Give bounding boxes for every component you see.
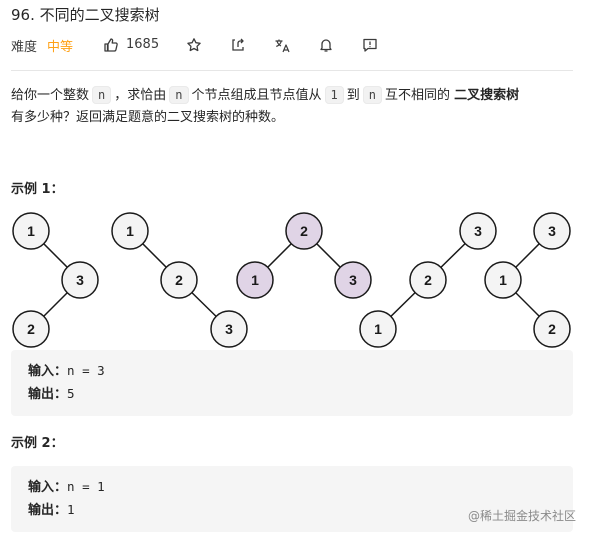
example-2-box: 输入：n = 1 输出：1 [11,466,573,532]
tree-node [285,212,323,250]
desc-text: ，求恰由 [114,88,167,103]
difficulty-value: 中等 [47,39,74,55]
watermark: @稀土掘金技术社区 [467,509,576,523]
input-label: 输入： [28,364,68,379]
desc-line2: 有多少种？返回满足题意的二叉搜索树的种数。 [11,110,285,125]
node-label: 1 [499,272,507,288]
node-label: 2 [27,321,35,337]
code-1: 1 [324,86,344,104]
input-value: n = 3 [67,363,105,378]
code-n: n [169,86,189,104]
difficulty: 难度 中等 [11,36,74,55]
code-n: n [92,86,112,104]
difficulty-label: 难度 [11,39,38,55]
share-icon[interactable] [229,36,247,54]
node-label: 3 [76,272,84,288]
node-label: 1 [126,223,134,239]
tree-node [533,212,571,250]
output-value: 1 [67,502,75,517]
code-n: n [362,86,382,104]
example-2-heading: 示例 2： [11,436,64,451]
tree-node [409,261,447,299]
node-label: 1 [251,272,259,288]
star-icon[interactable] [185,36,203,54]
node-label: 3 [474,223,482,239]
example-2-output: 输出：1 [28,499,75,518]
node-label: 2 [548,321,556,337]
example-1-heading: 示例 1： [11,182,64,197]
bell-icon[interactable] [317,36,335,54]
example-1-box: 输入：n = 3 输出：5 [11,350,573,416]
node-label: 2 [300,223,308,239]
desc-text: 个节点组成且节点值从 [191,88,322,103]
example-1-input: 输入：n = 3 [28,360,105,379]
output-label: 输出： [28,503,68,518]
tree-node [459,212,497,250]
bst-diagram: 1 3 2 1 2 3 2 1 3 3 2 1 3 1 2 [12,212,571,348]
thumbs-up-icon[interactable] [102,36,120,54]
node-label: 3 [349,272,357,288]
output-value: 5 [67,386,75,401]
example-1-output: 输出：5 [28,383,75,402]
input-label: 输入： [28,480,68,495]
output-label: 输出： [28,387,68,402]
tree-node [61,261,99,299]
tree-node [533,310,571,348]
like-count: 1685 [126,37,160,52]
translate-icon[interactable] [273,36,291,54]
tree-node [484,261,522,299]
tree-node [160,261,198,299]
node-label: 2 [424,272,432,288]
node-label: 1 [27,223,35,239]
problem-title: 96. 不同的二叉搜索树 [11,6,160,24]
node-label: 1 [374,321,382,337]
tree-node [359,310,397,348]
desc-text: 到 [346,88,360,103]
divider [11,70,573,71]
desc-bold: 二叉搜索树 [454,88,520,103]
node-label: 3 [548,223,556,239]
example-2-input: 输入：n = 1 [28,476,105,495]
node-label: 2 [175,272,183,288]
tree-node [12,310,50,348]
tree-node [111,212,149,250]
tree-node [210,310,248,348]
desc-text: 互不相同的 [385,88,451,103]
tree-node [236,261,274,299]
desc-text: 给你一个整数 [11,88,90,103]
tree-node [334,261,372,299]
comment-icon[interactable] [361,36,379,54]
input-value: n = 1 [67,479,105,494]
tree-node [12,212,50,250]
node-label: 3 [225,321,233,337]
